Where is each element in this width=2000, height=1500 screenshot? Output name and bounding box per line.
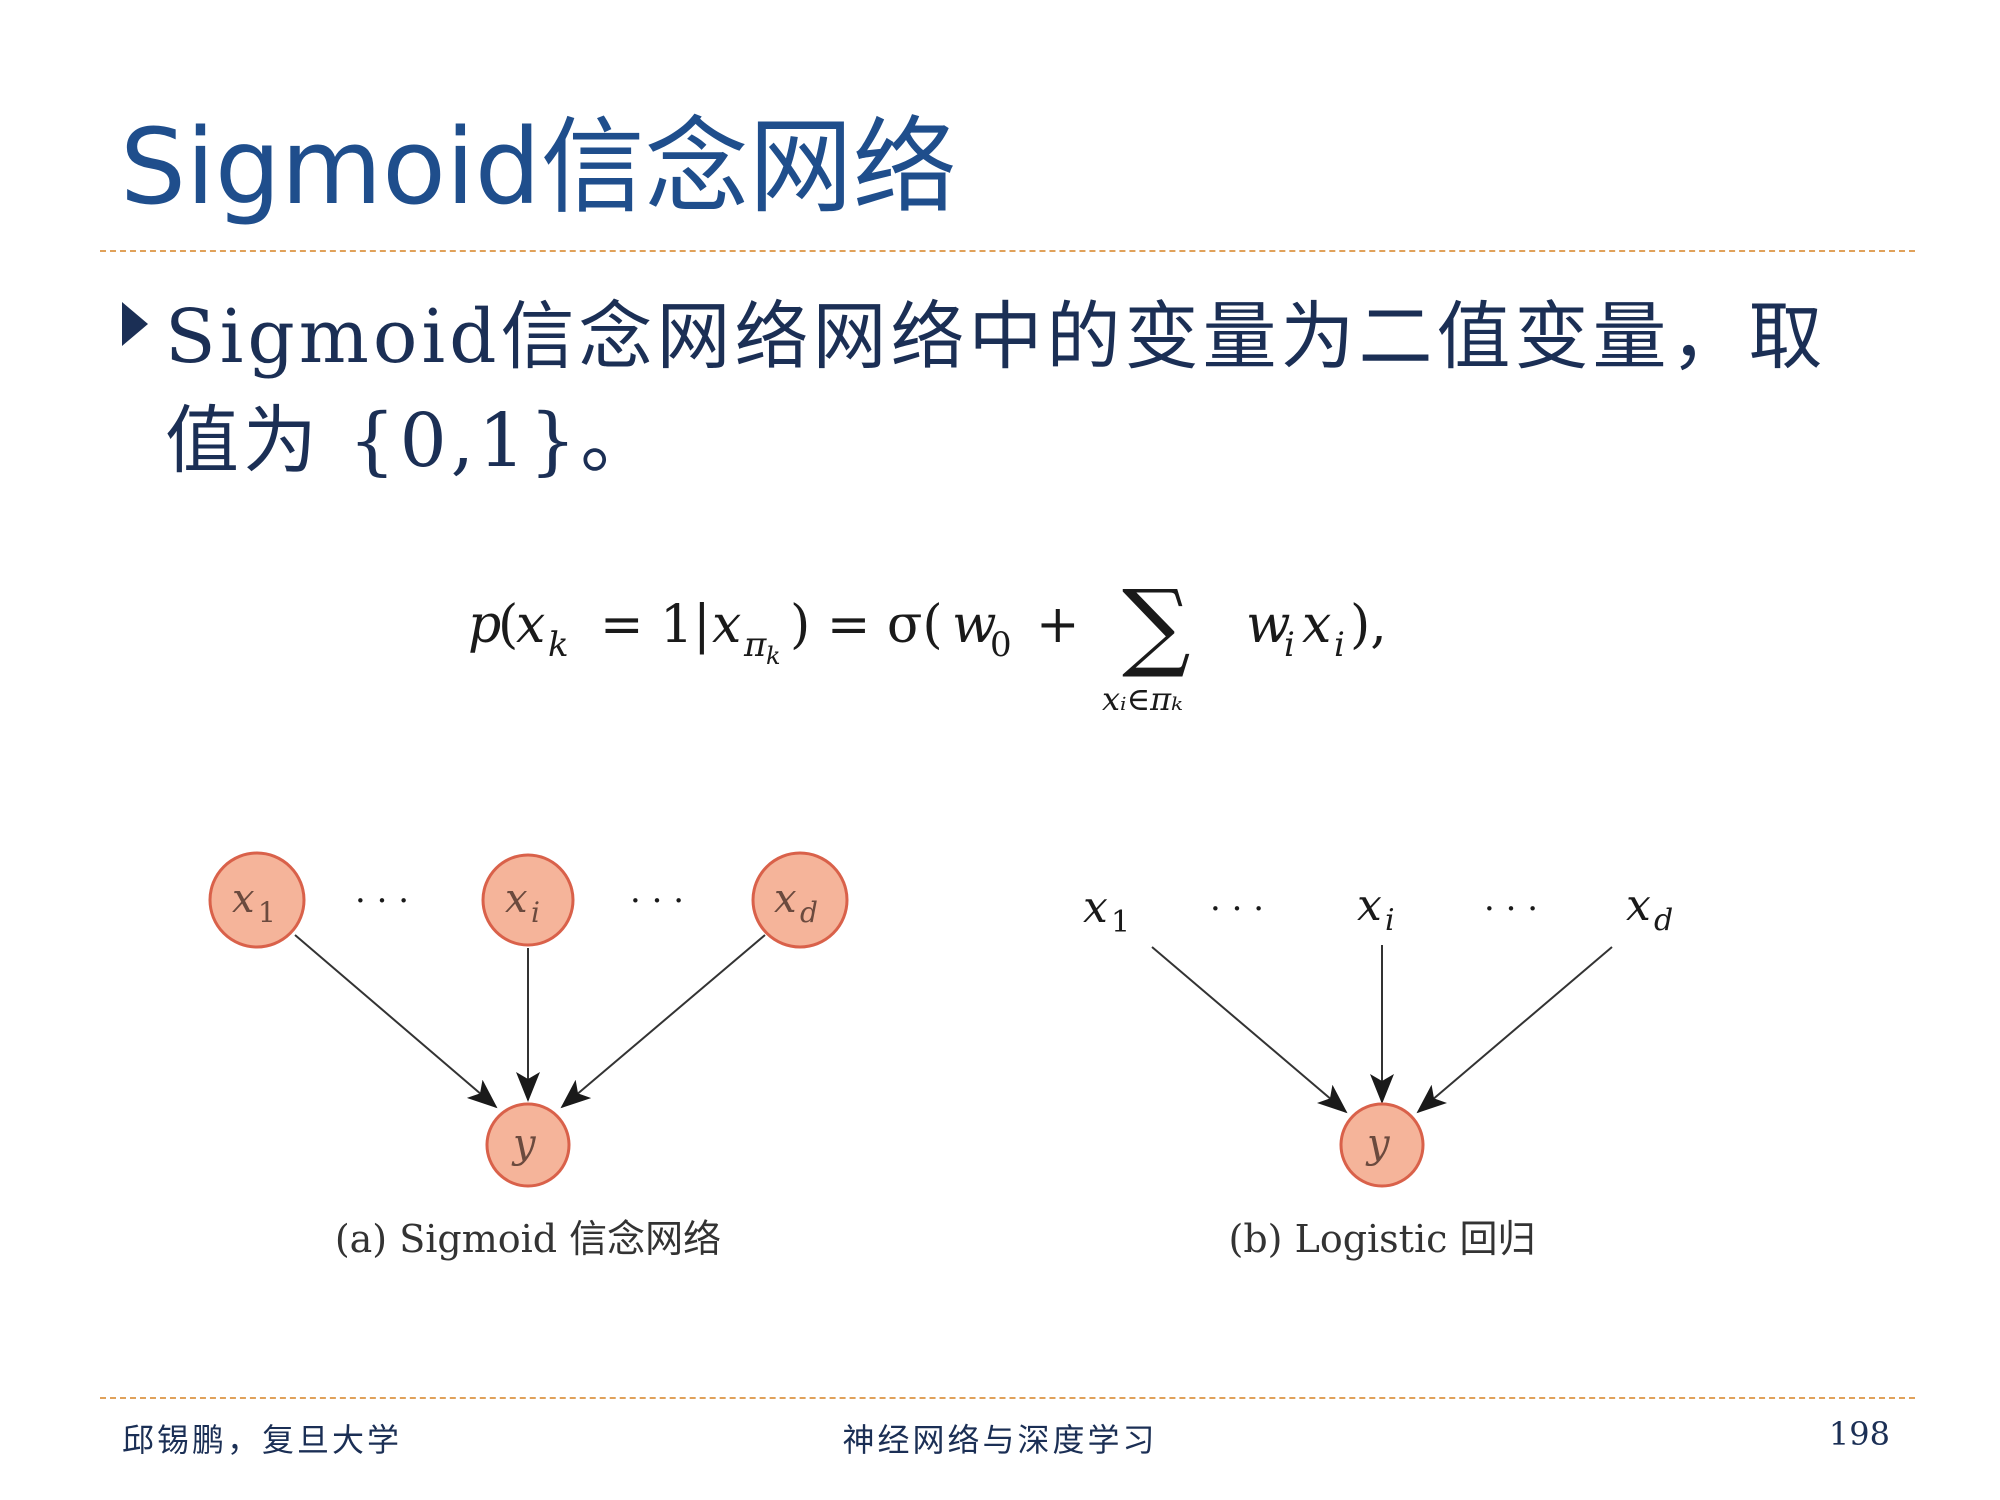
node-b-xd-label: x xyxy=(1626,880,1651,931)
formula-rhs-open: ) = σ( xyxy=(790,595,943,655)
formula-w0: w xyxy=(952,595,997,655)
dots-b-right: · · · xyxy=(1484,889,1538,929)
node-a-y-label: y xyxy=(511,1121,537,1167)
formula-w0-sub: 0 xyxy=(990,625,1012,665)
formula: p ( x k = 1| x π k ) = σ( w 0 + ∑ xᵢ∈πₖ … xyxy=(468,569,1387,718)
node-b-xi-label: x xyxy=(1357,880,1382,931)
diagram-b: x 1 · · · x i · · · x d y (b) Logistic 回… xyxy=(1083,880,1673,1261)
formula-plus: + xyxy=(1036,595,1080,655)
node-a-x1-label: x xyxy=(232,876,255,922)
node-a-xi-sub: i xyxy=(531,896,540,929)
formula-p: p xyxy=(468,595,501,655)
formula-x-pi: x xyxy=(712,595,741,655)
node-a-x1-sub: 1 xyxy=(258,896,276,929)
footer-divider xyxy=(100,1397,1915,1399)
dots-b-left: · · · xyxy=(1210,889,1264,929)
edge-b-xd-y xyxy=(1416,946,1613,1114)
bullet-text: Sigmoid信念网络网络中的变量为二值变量，取值为 {0,1}。 xyxy=(165,294,1827,484)
node-a-x1 xyxy=(208,851,306,949)
node-a-xd-label: x xyxy=(774,876,797,922)
formula-xk: x xyxy=(516,595,545,655)
node-a-xi xyxy=(481,853,575,947)
caption-a: (a) Sigmoid 信念网络 xyxy=(335,1217,721,1261)
slide-title: Sigmoid信念网络 xyxy=(120,106,957,228)
dots-a-right: · · · xyxy=(630,881,684,921)
edge-a-x1-y xyxy=(294,934,498,1109)
node-a-xd xyxy=(751,851,849,949)
formula-eq-one: = 1| xyxy=(600,595,711,655)
formula-close: ), xyxy=(1350,595,1387,655)
diagrams: x 1 · · · x i · · · x d y (a) Sigmoid 信念… xyxy=(208,851,1673,1261)
formula-paren-open: ( xyxy=(498,595,518,655)
edge-b-x1-y xyxy=(1151,946,1348,1114)
node-a-xd-sub: d xyxy=(800,896,818,929)
formula-term-x: x xyxy=(1302,595,1331,655)
node-a-y xyxy=(485,1102,571,1188)
formula-term-x-sub: i xyxy=(1334,625,1345,665)
footer-course: 神经网络与深度学习 xyxy=(842,1421,1158,1459)
formula-xk-sub: k xyxy=(548,625,569,665)
node-b-xi-sub: i xyxy=(1385,903,1395,938)
diagram-a: x 1 · · · x i · · · x d y (a) Sigmoid 信念… xyxy=(208,851,849,1261)
node-a-xi-label: x xyxy=(505,876,528,922)
node-b-y xyxy=(1339,1102,1425,1188)
node-b-y-label: y xyxy=(1365,1121,1391,1167)
formula-pi-subsub: k xyxy=(766,642,781,670)
node-b-x1-sub: 1 xyxy=(1111,905,1130,940)
formula-term-w-sub: i xyxy=(1284,625,1295,665)
dots-a-left: · · · xyxy=(355,881,409,921)
title-divider xyxy=(100,250,1915,252)
formula-sigma: ∑ xyxy=(1122,569,1191,681)
node-b-xd-sub: d xyxy=(1654,903,1673,938)
formula-sum-under: xᵢ∈πₖ xyxy=(1102,680,1183,718)
node-b-x1-label: x xyxy=(1083,882,1108,933)
bullet-triangle-icon xyxy=(122,302,148,346)
footer-author: 邱锡鹏，复旦大学 xyxy=(122,1421,403,1459)
caption-b: (b) Logistic 回归 xyxy=(1229,1217,1536,1261)
edge-a-xd-y xyxy=(560,934,766,1109)
formula-term-w: w xyxy=(1246,595,1291,655)
formula-pi-sub: π xyxy=(743,625,767,665)
footer-page-number: 198 xyxy=(1828,1415,1890,1453)
